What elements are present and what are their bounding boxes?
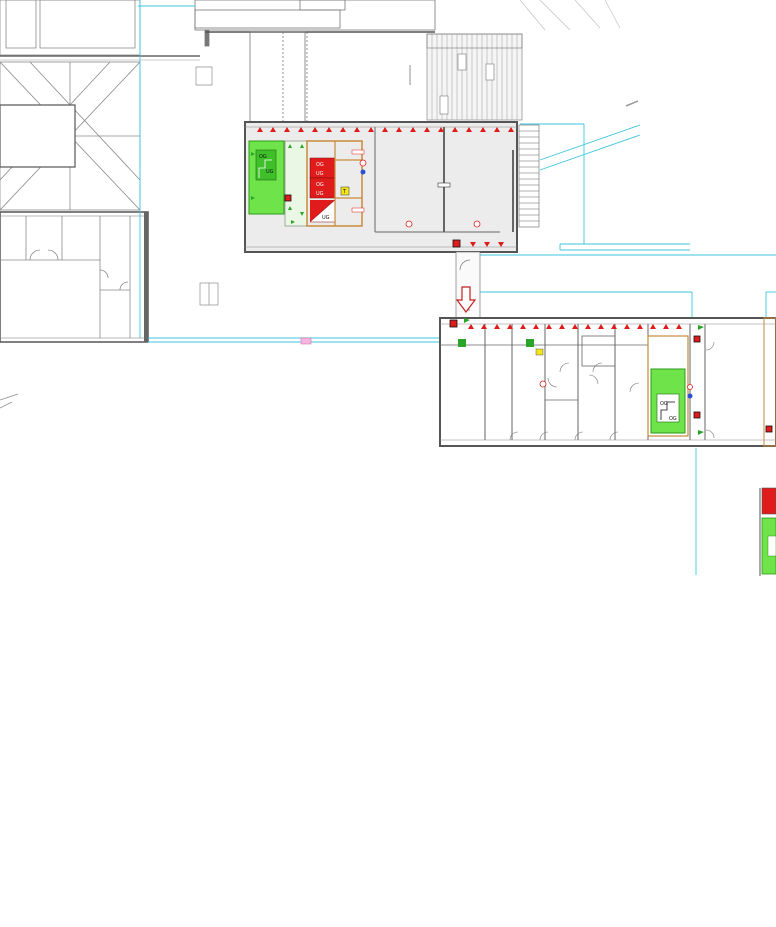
- building-upper-middle: OG UG OG UG OG UG UG T: [244, 121, 540, 253]
- fire-extinguisher-icon: [473, 220, 481, 228]
- stair-lower-og-label: OG: [660, 401, 668, 407]
- site-details: [0, 66, 639, 409]
- building-right-partial: [759, 487, 776, 576]
- hydrant-icon: [360, 169, 366, 175]
- room-ug-2-label: UG: [316, 191, 324, 197]
- hazard-sign-t: [535, 348, 544, 356]
- building-top-left: [0, 0, 200, 211]
- escape-routes: [138, 0, 776, 575]
- building-hatched: [426, 0, 621, 121]
- room-ug-3-label: UG: [322, 215, 330, 221]
- stair-upper-og-label: OG: [259, 154, 267, 160]
- fire-extinguisher-icon: [359, 159, 367, 167]
- exit-sign-icon: [693, 411, 701, 419]
- room-ug-1-label: UG: [316, 171, 324, 177]
- building-top-center: [194, 0, 436, 123]
- building-lower: OG OG: [439, 317, 776, 447]
- hazard-sign-t: [340, 186, 350, 196]
- exit-sign-icon: [693, 335, 701, 343]
- exit-sign-icon: [458, 339, 466, 347]
- smoke-detector-row-upper: [257, 127, 514, 247]
- fire-extinguisher-icon: [405, 220, 413, 228]
- exit-sign-icon: [284, 194, 292, 202]
- stair-lower-og2-label: OG: [669, 416, 677, 422]
- room-og-1-label: OG: [316, 162, 324, 168]
- stair-upper-ug-label: UG: [266, 169, 274, 175]
- smoke-detector-row-lower: [468, 324, 682, 329]
- exit-sign-icon: [449, 319, 458, 328]
- exit-sign-icon: [526, 339, 534, 347]
- exit-sign-icon: [452, 239, 461, 248]
- exit-sign-icon: [765, 425, 773, 433]
- fire-extinguisher-icon: [687, 384, 693, 390]
- building-left-lower: [0, 211, 149, 343]
- room-og-2-label: OG: [316, 182, 324, 188]
- marker-pink: [300, 337, 312, 345]
- entry-arrow-icon: [455, 286, 477, 313]
- svg-text:T: T: [342, 189, 347, 195]
- hydrant-icon: [687, 393, 693, 399]
- fire-extinguisher-icon: [539, 380, 547, 388]
